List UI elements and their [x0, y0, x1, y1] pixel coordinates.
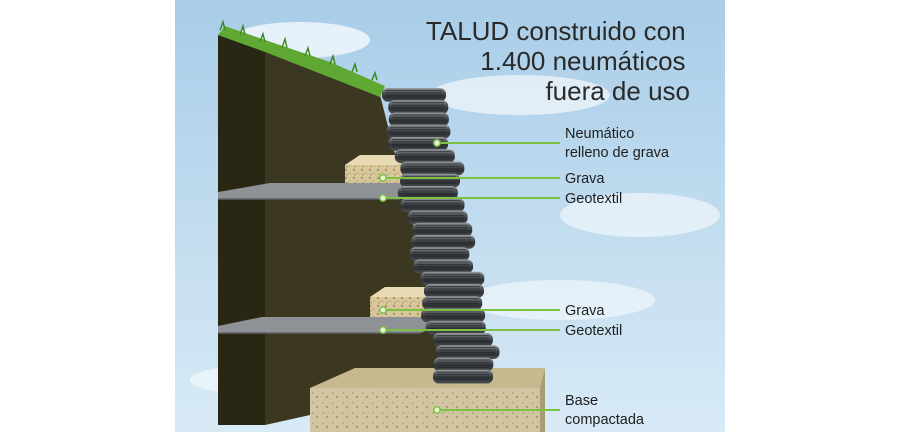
- title-line-3: fuera de uso: [545, 76, 690, 106]
- tire: [407, 210, 468, 225]
- tire: [397, 186, 458, 200]
- diagram-title: TALUD construido con 1.400 neumáticos fu…: [426, 16, 690, 106]
- callout-gravel-upper-label: Grava: [565, 171, 605, 187]
- tire: [432, 333, 493, 347]
- tire: [388, 100, 449, 114]
- callout-geotextile-upper-label: Geotextil: [565, 191, 622, 207]
- tire: [421, 308, 486, 323]
- gravel-block-upper: [345, 155, 410, 183]
- grass-surface: [218, 19, 385, 97]
- callout-base-line-2: compactada: [565, 412, 645, 428]
- tire: [420, 271, 485, 286]
- callout-geotextile-lower-label: Geotextil: [565, 323, 622, 339]
- tire: [425, 320, 486, 335]
- title-line-2: 1.400 neumáticos: [480, 46, 685, 76]
- tire: [411, 235, 476, 249]
- callout-tire-line-2: relleno de grava: [565, 145, 670, 161]
- callout-base-line-1: Base: [565, 393, 598, 409]
- tire: [422, 296, 483, 310]
- callout-gravel-upper: Grava: [379, 171, 605, 187]
- tire: [382, 88, 446, 102]
- tire: [435, 345, 500, 359]
- callout-base: Base compactada: [433, 393, 645, 428]
- compacted-base: [310, 368, 545, 432]
- callout-gravel-lower-label: Grava: [565, 303, 605, 319]
- title-line-1: TALUD construido con: [426, 16, 686, 46]
- tire: [400, 198, 465, 212]
- tire: [409, 247, 470, 261]
- tire: [394, 149, 455, 163]
- callout-tire-line-1: Neumático: [565, 126, 634, 142]
- callout-tire: Neumático relleno de grava: [433, 126, 670, 161]
- tire: [433, 369, 494, 384]
- geotextile-upper: [218, 183, 415, 200]
- tire: [386, 124, 451, 139]
- tire: [388, 112, 449, 127]
- tire: [413, 259, 474, 274]
- callout-gravel-lower: Grava: [379, 303, 605, 319]
- tire: [400, 173, 461, 188]
- callout-geotextile-lower: Geotextil: [379, 323, 622, 339]
- tire: [412, 222, 473, 237]
- callout-geotextile-upper: Geotextil: [379, 191, 622, 207]
- tire: [433, 357, 494, 372]
- tire: [423, 284, 484, 298]
- tire-stack: [382, 88, 500, 384]
- tire: [400, 161, 465, 176]
